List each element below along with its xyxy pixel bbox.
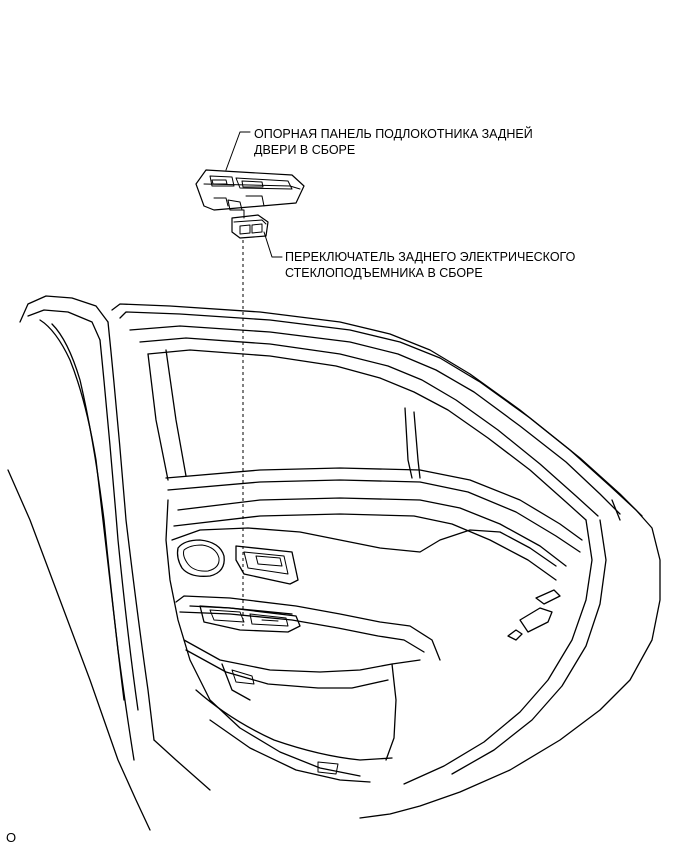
armrest-panel-label-line2: ДВЕРИ В СБОРЕ: [254, 143, 356, 157]
window-switch-label-line2: СТЕКЛОПОДЪЕМНИКА В СБОРЕ: [285, 266, 483, 280]
armrest-panel-part: [195, 169, 305, 211]
switch-leader: [263, 231, 283, 258]
armrest-leader: [225, 131, 251, 171]
window-switch-label-line1: ПЕРЕКЛЮЧАТЕЛЬ ЗАДНЕГО ЭЛЕКТРИЧЕСКОГО: [285, 250, 576, 264]
window-switch-part: [231, 209, 269, 239]
window-switch-label: ПЕРЕКЛЮЧАТЕЛЬ ЗАДНЕГО ЭЛЕКТРИЧЕСКОГО СТЕ…: [285, 249, 575, 281]
armrest-panel-label: ОПОРНАЯ ПАНЕЛЬ ПОДЛОКОТНИКА ЗАДНЕЙ ДВЕРИ…: [254, 126, 533, 158]
door-trim-panel: [165, 497, 567, 783]
corner-mark: O: [6, 830, 17, 845]
rear-door: [111, 303, 661, 819]
body-pillar: [7, 295, 211, 831]
armrest-panel-label-line1: ОПОРНАЯ ПАНЕЛЬ ПОДЛОКОТНИКА ЗАДНЕЙ: [254, 127, 533, 141]
